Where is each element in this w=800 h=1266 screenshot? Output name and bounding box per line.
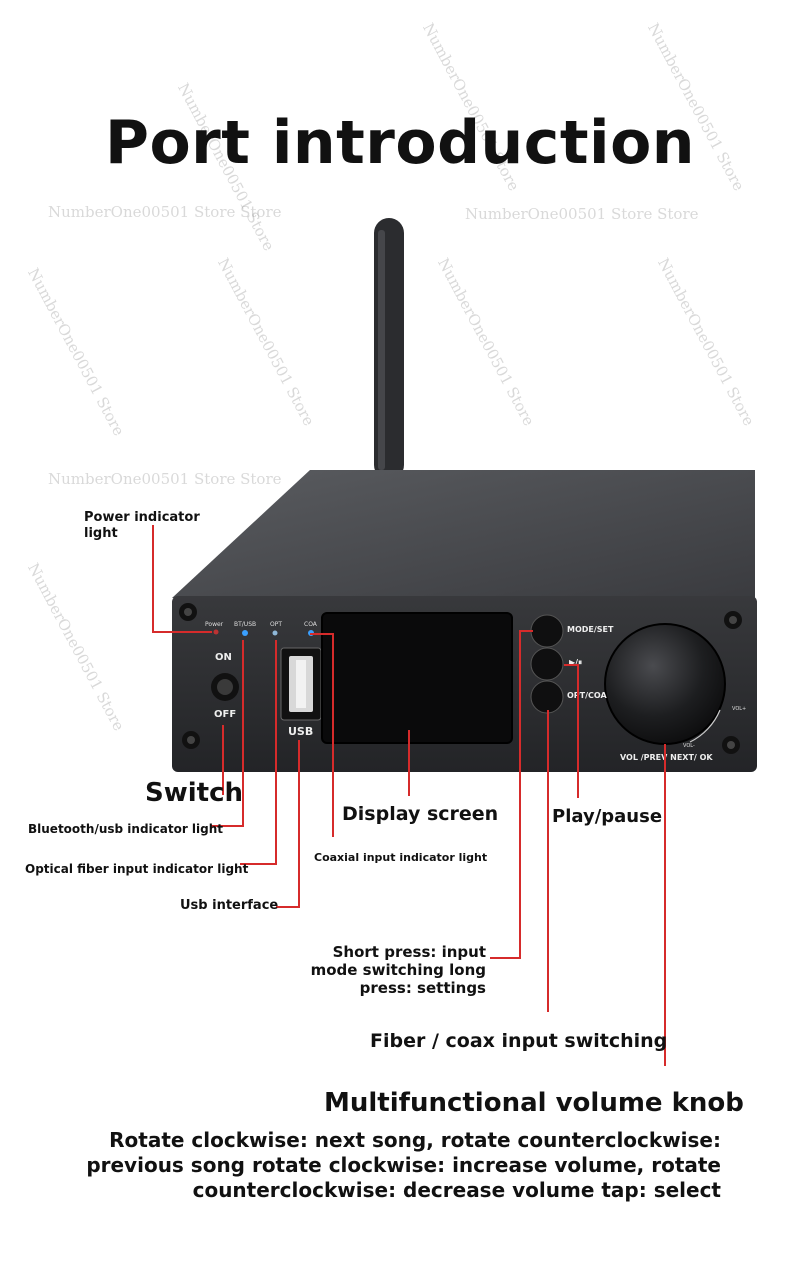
leader-line <box>547 710 549 1012</box>
bt-usb-indicator-light <box>242 630 248 636</box>
panel-opt-text: OPT <box>270 621 283 628</box>
device-top <box>172 470 755 598</box>
panel-play-pause-text: ▶/⏸ <box>569 658 583 667</box>
opt-coa-button <box>530 680 564 714</box>
label-optical-indicator: Optical fiber input indicator light <box>25 862 249 876</box>
leader-line <box>276 906 300 908</box>
label-switch: Switch <box>145 778 244 808</box>
label-usb-interface: Usb interface <box>180 898 279 913</box>
leader-line <box>310 633 332 635</box>
leader-line <box>152 631 212 633</box>
panel-off-text: OFF <box>214 709 237 720</box>
page-title: Port introduction <box>104 108 696 178</box>
power-indicator-light <box>213 629 219 635</box>
panel-power-text: Power <box>205 621 224 628</box>
label-knob-description: Rotate clockwise: next song, rotate coun… <box>86 1128 721 1202</box>
label-knob-title: Multifunctional volume knob <box>324 1088 744 1118</box>
watermark: NumberOne00501 Store Store <box>48 470 282 488</box>
leader-line <box>519 630 521 958</box>
watermark: NumberOne00501 Store Store <box>465 205 699 223</box>
panel-vol-plus-text: VOL+ <box>732 706 747 712</box>
optical-indicator-light <box>272 630 278 636</box>
label-play-pause: Play/pause <box>552 806 663 827</box>
play-pause-button <box>530 647 564 681</box>
leader-line <box>240 863 277 865</box>
watermark: NumberOne00501 Store Store <box>48 203 282 221</box>
leader-line <box>664 744 666 1066</box>
mode-set-button <box>530 614 564 648</box>
leader-line <box>519 630 533 632</box>
panel-on-text: ON <box>215 652 232 663</box>
panel-mode-set-text: MODE/SET <box>567 625 614 634</box>
panel-opt-coa-text: OPT/COA <box>567 691 607 700</box>
label-coaxial-indicator: Coaxial input indicator light <box>314 851 488 864</box>
panel-usb-text: USB <box>288 725 314 738</box>
label-display-screen: Display screen <box>342 803 499 825</box>
panel-knob-text: VOL /PREV NEXT/ OK <box>620 753 713 762</box>
panel-vol-minus-text: VOL- <box>683 743 695 749</box>
label-power-indicator: Power indicator light <box>84 510 200 541</box>
leader-line <box>408 730 410 796</box>
label-short-press: Short press: input mode switching long p… <box>310 943 486 997</box>
panel-coa-text: COA <box>304 621 317 628</box>
panel-bt-usb-text: BT/USB <box>234 621 257 628</box>
leader-line <box>332 633 334 837</box>
label-fiber-coax: Fiber / coax input switching <box>370 1030 668 1052</box>
leader-line <box>275 640 277 864</box>
leader-line <box>210 825 244 827</box>
leader-line <box>490 957 521 959</box>
leader-line <box>298 740 300 907</box>
leader-line <box>564 664 578 666</box>
leader-line <box>577 664 579 798</box>
label-bt-usb-indicator: Bluetooth/usb indicator light <box>28 822 224 836</box>
leader-line <box>152 525 154 632</box>
leader-line <box>222 725 224 795</box>
leader-line <box>242 640 244 826</box>
display-screen <box>321 612 513 744</box>
volume-knob <box>604 623 726 745</box>
